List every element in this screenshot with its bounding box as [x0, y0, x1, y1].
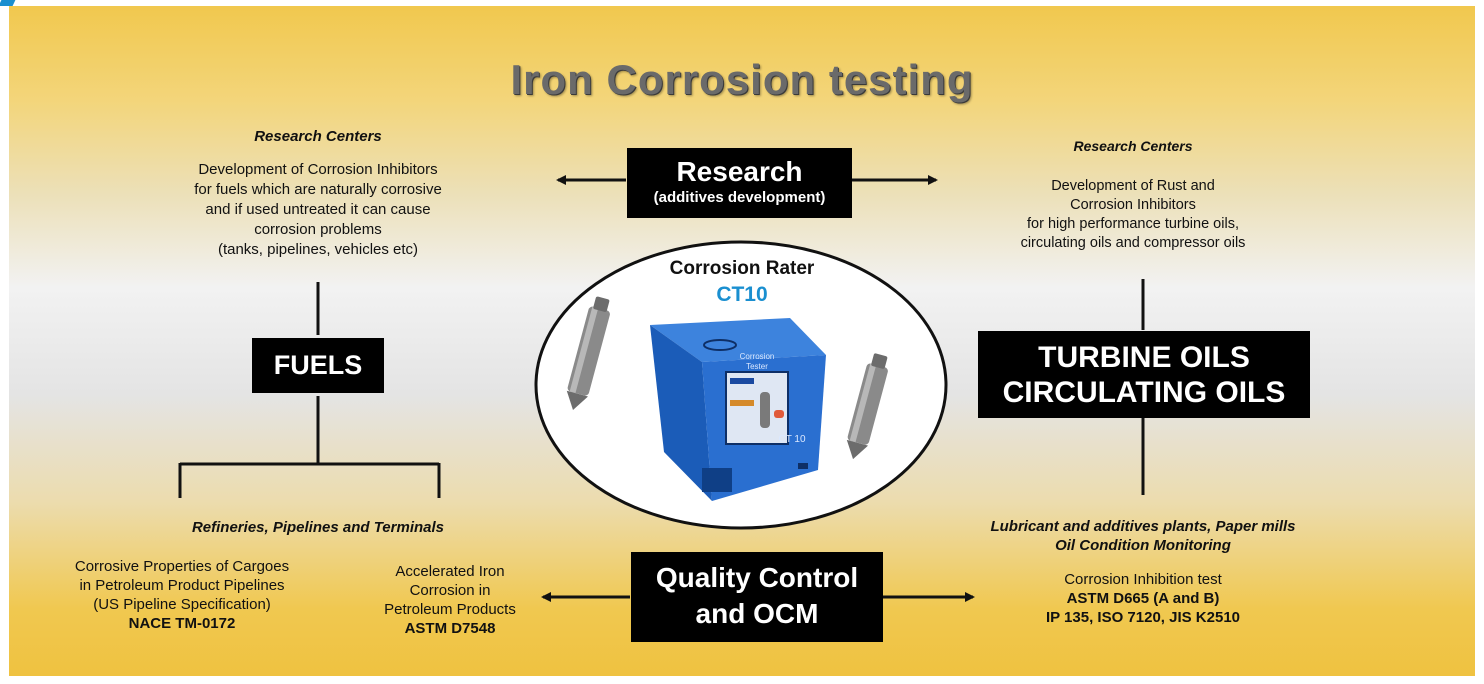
probe-left [566, 296, 610, 411]
heading-line: Lubricant and additives plants, Paper mi… [990, 518, 1296, 535]
left-item2: Accelerated Iron Corrosion in Petroleum … [360, 562, 540, 638]
text-line: corrosion problems [254, 221, 382, 238]
category-line: TURBINE OILS [1038, 341, 1250, 374]
left-research-text: Development of Corrosion Inhibitors for … [148, 160, 488, 260]
research-title: Research [676, 156, 803, 187]
left-research-heading: Research Centers [254, 128, 382, 145]
right-bottom-heading: Lubricant and additives plants, Paper mi… [963, 517, 1323, 555]
turbine-oils-box: TURBINE OILS CIRCULATING OILS [978, 331, 1310, 418]
probe-right [846, 353, 888, 460]
heading-line: Oil Condition Monitoring [1055, 537, 1231, 554]
standard-label: IP 135, ISO 7120, JIS K2510 [1045, 609, 1241, 626]
device-screen-label: Corrosion Tester [739, 352, 775, 371]
quality-control-box: Quality Control and OCM [631, 552, 883, 642]
text-line: in Petroleum Product Pipelines [79, 577, 285, 594]
text-line: Corrosive Properties of Cargoes [74, 558, 290, 575]
research-subtitle: (additives development) [653, 189, 826, 206]
standard-label: ASTM D7548 [404, 620, 496, 637]
text-line: (US Pipeline Specification) [93, 596, 271, 613]
text-line: Corrosion in [409, 582, 491, 599]
device-model: CT10 [716, 283, 768, 306]
text-line: (tanks, pipelines, vehicles etc) [217, 241, 419, 258]
text-line: for high performance turbine oils, [1027, 216, 1239, 232]
device-badge: CT 10 [778, 434, 806, 445]
text-line: for fuels which are naturally corrosive [194, 181, 442, 198]
text-line: circulating oils and compressor oils [1020, 235, 1246, 251]
text-line: Development of Corrosion Inhibitors [198, 161, 438, 178]
fuels-box: FUELS [252, 338, 384, 393]
standard-label: NACE TM-0172 [128, 615, 236, 632]
device-name: Corrosion Rater [669, 258, 815, 279]
text-line: Petroleum Products [384, 601, 516, 618]
left-bottom-heading: Refineries, Pipelines and Terminals [191, 519, 445, 536]
text-line: Development of Rust and [1051, 178, 1215, 194]
qc-line: Quality Control [655, 562, 859, 593]
test-name: Corrosion Inhibition test [1064, 571, 1222, 588]
page-title: Iron Corrosion testing [510, 56, 974, 103]
text-line: and if used untreated it can cause [205, 201, 431, 218]
qc-line: and OCM [695, 598, 819, 629]
left-item1: Corrosive Properties of Cargoes in Petro… [52, 557, 312, 633]
text-line: Accelerated Iron [395, 563, 505, 580]
standard-label: ASTM D665 (A and B) [1066, 590, 1220, 607]
right-research-text: Development of Rust and Corrosion Inhibi… [953, 177, 1313, 253]
text-line: Corrosion Inhibitors [1070, 197, 1196, 213]
right-research-heading: Research Centers [1073, 138, 1193, 154]
ct10-device [650, 318, 826, 501]
research-box: Research (additives development) [627, 148, 852, 218]
right-test-block: Corrosion Inhibition test ASTM D665 (A a… [993, 570, 1293, 627]
category-line: CIRCULATING OILS [1002, 376, 1286, 409]
